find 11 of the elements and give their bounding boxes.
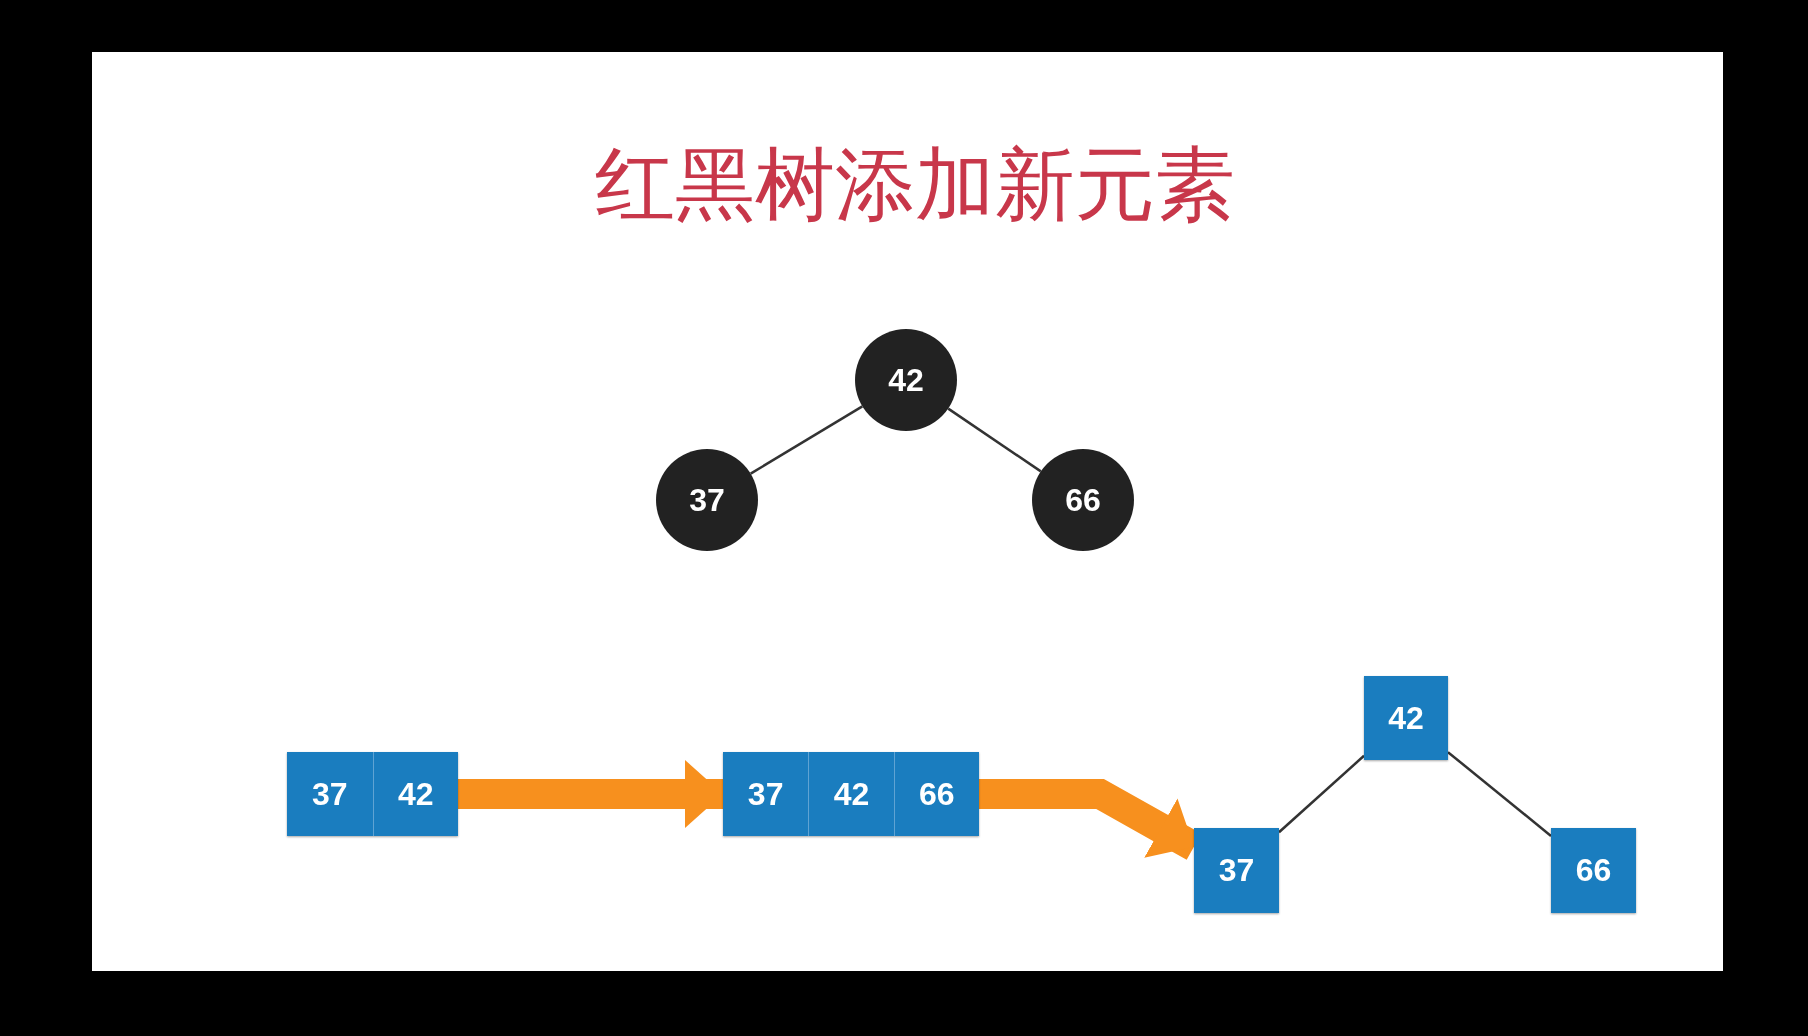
title: 红黑树添加新元素 xyxy=(594,139,1236,231)
key-cell: 37 xyxy=(723,752,809,836)
b-tree-node xyxy=(287,752,458,836)
key-cell: 42 xyxy=(808,752,894,836)
key-cell: 37 xyxy=(287,752,373,836)
tree-node-box: 66 xyxy=(1551,828,1636,913)
b-tree-node xyxy=(723,752,979,836)
key-cell: 42 xyxy=(372,752,458,836)
key-cell: 66 xyxy=(893,752,979,836)
tree-node-box: 37 xyxy=(1194,828,1279,913)
tree-node-box: 42 xyxy=(1364,676,1448,760)
